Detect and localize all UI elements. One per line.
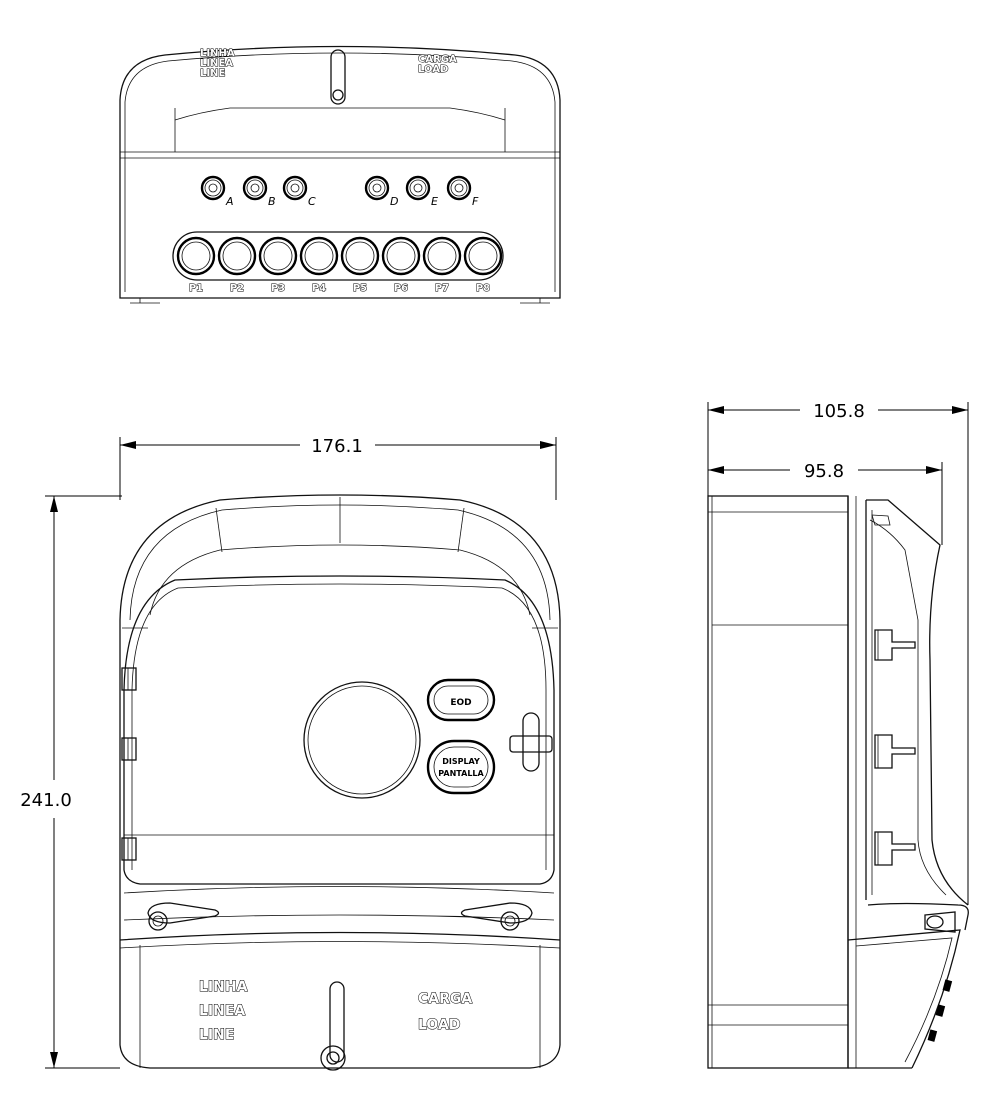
display-window <box>303 681 421 799</box>
small-port-group: A B C D E F <box>200 175 479 208</box>
front-load-labels: CARGA LOAD <box>418 991 473 1034</box>
small-port-f: F <box>446 175 479 208</box>
depth-body-label: 95.8 <box>804 461 844 482</box>
large-port-p6: P6 <box>381 236 421 295</box>
front-load-label-2: LOAD <box>418 1017 460 1033</box>
display-button-label-1: DISPLAY <box>442 757 480 766</box>
front-line-label-3: LINE <box>199 1027 234 1043</box>
small-port-e: E <box>405 175 438 208</box>
side-vents <box>927 979 953 1042</box>
large-port-label: P7 <box>435 283 449 294</box>
large-port-label: P4 <box>312 283 326 294</box>
top-line-label-3: LINE <box>200 68 225 79</box>
front-load-label-1: CARGA <box>418 991 472 1007</box>
small-port-d: D <box>364 175 398 208</box>
seal-screw-left[interactable] <box>147 902 220 931</box>
small-port-label: D <box>390 195 398 208</box>
cover-latch[interactable] <box>509 712 553 772</box>
large-port-p1: P1 <box>176 236 216 295</box>
small-port-label: B <box>268 195 276 208</box>
large-port-p2: P2 <box>217 236 257 295</box>
small-port-c: C <box>282 175 316 208</box>
hinges <box>121 667 137 861</box>
large-port-label: P6 <box>394 283 408 294</box>
large-port-label: P2 <box>230 283 244 294</box>
top-line-label-2: LINEA <box>200 58 233 69</box>
dimension-depth-body: 95.8 <box>708 461 943 545</box>
small-port-a: A <box>200 175 234 208</box>
large-port-label: P1 <box>189 283 203 294</box>
large-port-p4: P4 <box>299 236 339 295</box>
front-line-label-2: LINEA <box>199 1003 245 1019</box>
large-port-p3: P3 <box>258 236 298 295</box>
large-port-label: P5 <box>353 283 367 294</box>
top-load-label-2: LOAD <box>418 64 448 75</box>
width-label: 176.1 <box>311 436 363 457</box>
display-button-label-2: PANTALLA <box>438 769 484 778</box>
large-port-label: P3 <box>271 283 285 294</box>
side-view <box>707 495 969 1069</box>
dimension-depth-total: 105.8 <box>707 401 969 905</box>
eod-button-label: EOD <box>450 698 471 708</box>
small-port-label: E <box>431 195 438 208</box>
large-port-p5: P5 <box>340 236 380 295</box>
dimension-width: 176.1 <box>119 436 557 500</box>
small-port-label: C <box>308 195 316 208</box>
height-label: 241.0 <box>20 790 72 811</box>
small-port-b: B <box>242 175 276 208</box>
seal-screw-right[interactable] <box>460 902 533 931</box>
front-line-labels: LINHA LINEA LINE <box>199 979 249 1044</box>
depth-total-label: 105.8 <box>813 401 865 422</box>
top-load-label-1: CARGA <box>418 54 457 65</box>
front-line-label-1: LINHA <box>199 979 248 995</box>
side-seal <box>924 911 956 933</box>
small-port-label: F <box>472 195 479 208</box>
large-port-p8: P8 <box>463 236 503 295</box>
terminal-key[interactable] <box>320 981 346 1071</box>
side-hinges <box>874 629 916 866</box>
top-load-labels: CARGA LOAD <box>418 54 458 76</box>
eod-button[interactable]: EOD <box>426 678 496 722</box>
large-port-group: P1 P2 P3 P4 P5 P6 P7 P8 <box>176 236 503 295</box>
large-port-label: P8 <box>476 283 490 294</box>
dimension-height: 241.0 <box>20 495 122 1069</box>
top-line-labels: LINHA LINEA LINE <box>200 48 236 80</box>
display-button[interactable]: DISPLAY PANTALLA <box>426 739 496 795</box>
large-port-p7: P7 <box>422 236 462 295</box>
top-line-label-1: LINHA <box>200 48 235 59</box>
small-port-label: A <box>225 195 234 208</box>
front-view: EOD DISPLAY PANTALLA <box>119 494 561 1071</box>
